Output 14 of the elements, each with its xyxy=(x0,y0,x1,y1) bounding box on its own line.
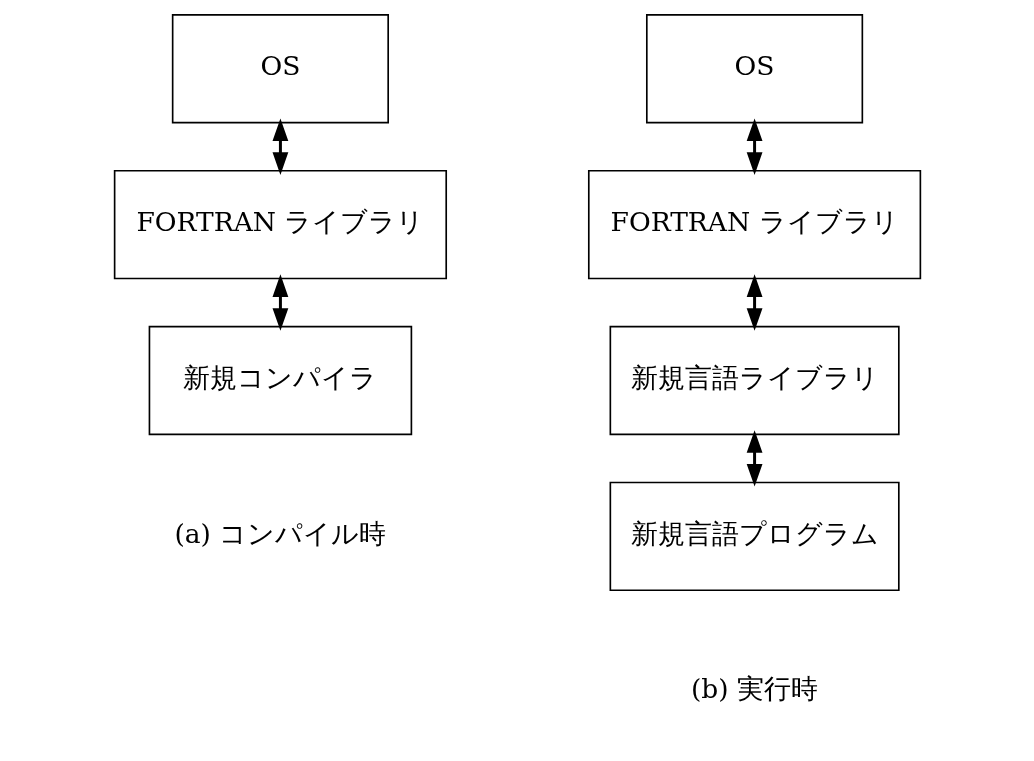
node-box: 新規コンパイラ xyxy=(148,325,412,436)
arrow xyxy=(746,274,762,331)
node-box: 新規言語ライブラリ xyxy=(609,325,900,436)
node-box: 新規言語プログラム xyxy=(609,481,900,592)
node-box: OS xyxy=(645,14,863,124)
arrow xyxy=(746,118,762,175)
arrow xyxy=(272,274,288,331)
node-box: OS xyxy=(171,14,389,124)
arrow xyxy=(746,430,762,487)
label: (a) コンパイル時 xyxy=(173,517,386,549)
node-box: FORTRAN ライブラリ xyxy=(113,169,447,280)
arrow xyxy=(272,118,288,175)
node-box: FORTRAN ライブラリ xyxy=(587,169,921,280)
label: (b) 実行時 xyxy=(690,673,818,705)
